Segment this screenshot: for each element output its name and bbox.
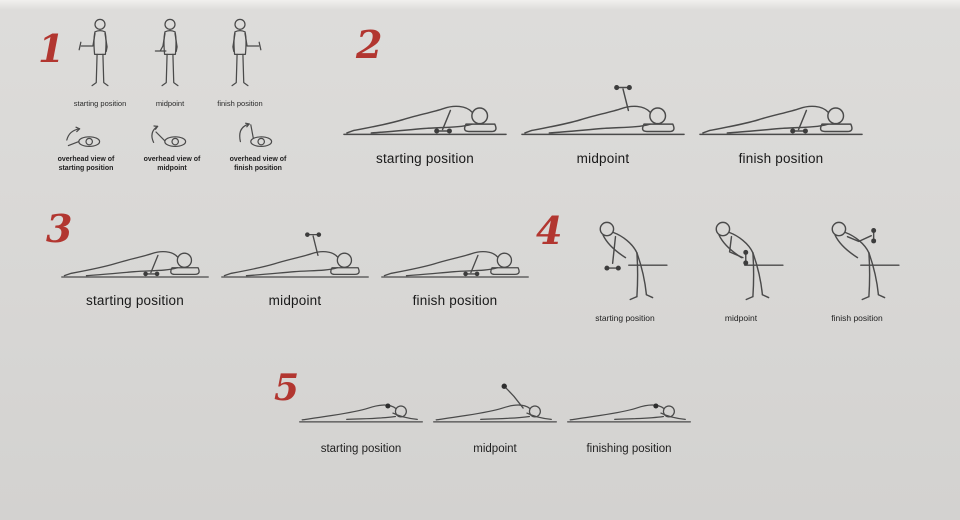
position-label: finish position [831, 313, 883, 323]
exercise-1-number: 1 [38, 26, 65, 71]
prone-finish-drawing [566, 374, 692, 427]
sidelying-start-drawing [342, 78, 508, 141]
standing-midpoint-drawing [145, 16, 195, 96]
overhead-finish-drawing [229, 120, 287, 152]
figure-bentover-finish: finish position [806, 210, 908, 323]
figure-sidelying-finish: finish position [380, 226, 530, 308]
exercise-4-figure-row: starting position midpoint finish positi… [574, 202, 938, 323]
overhead-start-drawing [57, 120, 115, 152]
figure-sidelying-start: starting position [60, 226, 210, 308]
sidelying-midpoint-drawing [220, 226, 370, 283]
figure-bentover-midpoint: midpoint [690, 210, 792, 323]
figure-standing-start: starting position [72, 16, 128, 108]
exercise-2-section: 2 starting position midpoint finish posi… [342, 14, 948, 166]
exercise-3-figure-row: starting position midpoint finish positi… [60, 204, 534, 308]
standing-start-drawing [75, 16, 125, 96]
figure-sidelying-start: starting position [342, 78, 508, 166]
figure-prone-start: starting position [298, 374, 424, 455]
prone-midpoint-drawing [432, 374, 558, 427]
figure-sidelying-midpoint: midpoint [220, 226, 370, 308]
exercise-4-section: 4 starting position midpoint finish posi… [528, 202, 938, 323]
position-label: midpoint [268, 293, 322, 308]
exercise-5-number: 5 [274, 367, 300, 409]
figure-prone-finish: finishing position [566, 374, 692, 455]
position-label: midpoint [576, 151, 630, 166]
position-label: finishing position [586, 443, 672, 455]
prone-start-drawing [298, 374, 424, 427]
figure-prone-midpoint: midpoint [432, 374, 558, 455]
position-label: starting position [320, 443, 402, 455]
position-label: midpoint [724, 313, 758, 323]
position-label: starting position [73, 99, 127, 108]
position-label: midpoint [473, 443, 517, 455]
position-label: starting position [86, 293, 184, 308]
sidelying-start-drawing [60, 226, 210, 283]
overhead-midpoint-drawing [143, 120, 201, 152]
exercise-5-section: 5 starting position midpoint finishing p… [268, 366, 708, 455]
exercise-3-section: 3 starting position midpoint finish posi… [44, 204, 534, 308]
figure-bentover-start: starting position [574, 210, 676, 323]
sidelying-finish-drawing [698, 78, 864, 141]
position-label: starting position [376, 151, 474, 166]
position-label: finish position [412, 293, 498, 308]
bentover-start-drawing [580, 210, 670, 309]
sidelying-finish-drawing [380, 226, 530, 283]
sidelying-midpoint-drawing [520, 78, 686, 141]
exercise-1-figure-row: starting position midpoint finish positi… [72, 16, 336, 108]
exercise-3-number: 3 [46, 206, 73, 251]
figure-overhead-finish: overhead view of finish position [220, 120, 296, 173]
figure-overhead-midpoint: overhead view of midpoint [134, 120, 210, 173]
exercise-2-number: 2 [356, 22, 383, 67]
figure-standing-midpoint: midpoint [142, 16, 198, 108]
figure-sidelying-midpoint: midpoint [520, 78, 686, 166]
standing-finish-drawing [215, 16, 265, 96]
position-label: starting position [595, 313, 655, 323]
figure-sidelying-finish: finish position [698, 78, 864, 166]
exercise-2-figure-row: starting position midpoint finish positi… [342, 14, 948, 166]
exercise-5-figure-row: starting position midpoint finishing pos… [298, 366, 708, 455]
position-label: midpoint [155, 99, 185, 108]
exercise-1-overhead-row: overhead view of starting position overh… [48, 120, 336, 173]
figure-standing-finish: finish position [212, 16, 268, 108]
exercise-4-number: 4 [536, 208, 563, 253]
overhead-label: overhead view of finish position [229, 156, 287, 173]
overhead-label: overhead view of starting position [57, 156, 115, 173]
exercise-1-section: 1 starting position midpoint finish posi… [36, 16, 336, 173]
bentover-finish-drawing [812, 210, 902, 309]
position-label: finish position [738, 151, 824, 166]
position-label: finish position [217, 99, 263, 108]
bentover-midpoint-drawing [696, 210, 786, 309]
overhead-label: overhead view of midpoint [143, 156, 201, 173]
figure-overhead-start: overhead view of starting position [48, 120, 124, 173]
